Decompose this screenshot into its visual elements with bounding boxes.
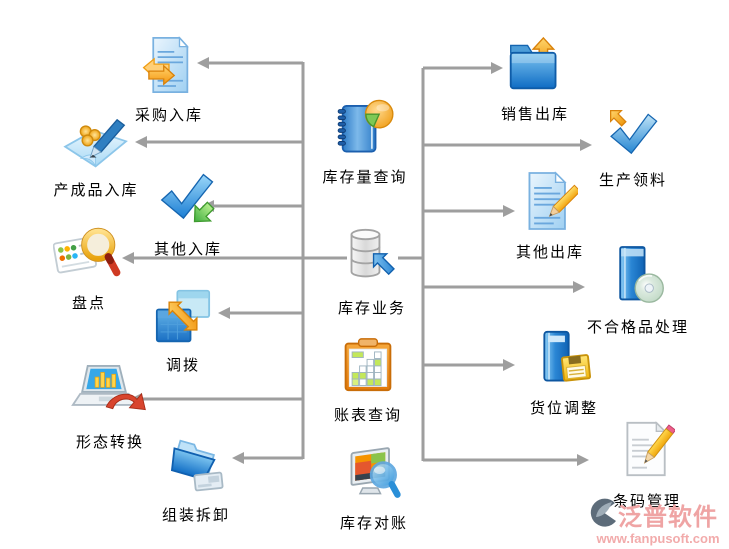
node-other-outbound[interactable]: 其他出库: [516, 170, 584, 262]
clipboard-grid-icon: [340, 337, 396, 398]
connector-defective-handling: [423, 281, 585, 293]
node-label: 调拨: [165, 357, 200, 374]
node-label: 销售出库: [500, 106, 570, 123]
node-label: 账表查询: [333, 407, 403, 424]
connector-location-adjustment: [423, 359, 515, 371]
node-label: 形态转换: [75, 434, 144, 451]
node-assembly-disassembly[interactable]: 组装拆卸: [162, 436, 230, 525]
brand-name: 泛普软件: [618, 504, 718, 531]
node-stocktaking[interactable]: 盘点: [52, 227, 125, 313]
node-label: 库存业务: [337, 300, 407, 317]
magnifier-card-icon: [52, 227, 125, 288]
connector-production-picking: [423, 139, 592, 151]
node-label: 生产领料: [598, 172, 668, 189]
connector-purchase-inbound: [197, 57, 303, 69]
node-form-conversion[interactable]: 形态转换: [71, 364, 149, 452]
node-inventory-reconciliation[interactable]: 库存对账: [340, 443, 408, 533]
monitor-magnifier-icon: [344, 443, 404, 508]
document-pencil-icon: [522, 170, 581, 237]
connector-stocktaking: [122, 252, 347, 264]
node-transfer[interactable]: 调拨: [155, 289, 211, 375]
node-production-material-picking[interactable]: 生产领料: [599, 106, 667, 190]
node-inventory-quantity-query[interactable]: 库存量查询: [322, 95, 407, 187]
node-report-query[interactable]: 账表查询: [334, 337, 402, 425]
connector-assembly-disassembly: [232, 452, 303, 464]
node-label: 货位调整: [529, 400, 599, 417]
document-transfer-icon: [141, 35, 197, 100]
brand-url: www.fanpusoft.com: [596, 531, 720, 546]
sheet-pen-coins-icon: [62, 118, 130, 175]
node-other-inbound[interactable]: 其他入库: [154, 171, 222, 259]
connector-barcode-management: [423, 454, 589, 466]
connector-other-outbound: [423, 205, 515, 217]
connector-finished-goods-inbound: [135, 136, 303, 148]
checkmark-green-arrow-icon: [159, 171, 217, 234]
windows-swap-arrow-icon: [155, 289, 211, 350]
node-label: 其他出库: [515, 244, 585, 261]
box-cd-icon: [609, 245, 667, 312]
node-label: 盘点: [71, 295, 106, 312]
checkmark-orange-arrow-icon: [606, 106, 660, 165]
node-sales-outbound[interactable]: 销售出库: [501, 36, 569, 124]
node-label: 其他入库: [153, 241, 223, 258]
node-finished-goods-inbound[interactable]: 产成品入库: [53, 118, 138, 200]
node-label: 条码管理: [612, 493, 682, 510]
connector-form-conversion: [130, 393, 303, 405]
paper-pencil-icon: [619, 419, 677, 484]
fanpu-logo-icon: [588, 496, 618, 533]
database-arrow-icon: [345, 227, 399, 288]
node-purchase-inbound[interactable]: 采购入库: [135, 35, 203, 125]
node-goods-location-adjustment[interactable]: 货位调整: [530, 330, 598, 418]
folder-up-arrow-icon: [507, 36, 563, 99]
fanpu-watermark: 泛普软件 www.fanpusoft.com: [588, 496, 728, 546]
node-label: 产成品入库: [53, 182, 139, 199]
node-inventory-business[interactable]: 库存业务: [338, 227, 406, 318]
node-label: 库存对账: [339, 515, 409, 532]
connector-transfer: [218, 307, 303, 319]
connector-sales-outbound: [423, 62, 503, 74]
folder-card-icon: [166, 436, 226, 497]
laptop-chart-red-arrow-icon: [71, 364, 149, 423]
node-label: 组装拆卸: [161, 507, 231, 524]
node-defective-goods-handling[interactable]: 不合格品处理: [587, 245, 689, 337]
notebook-pie-chart-icon: [334, 95, 396, 162]
node-label: 采购入库: [134, 107, 204, 124]
binder-floppy-icon: [535, 330, 593, 393]
node-label: 库存量查询: [322, 169, 408, 186]
node-label: 不合格品处理: [586, 319, 690, 336]
node-barcode-management[interactable]: 条码管理: [613, 419, 681, 511]
